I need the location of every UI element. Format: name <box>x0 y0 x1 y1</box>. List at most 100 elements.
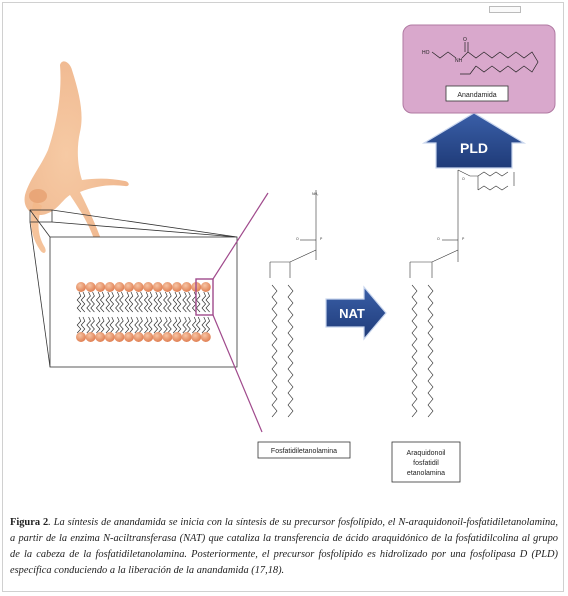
lipid-head <box>85 282 96 292</box>
n-arachidonoyl-pe-structure: P O O <box>409 169 515 418</box>
lipid-head <box>152 282 163 292</box>
anandamide-box: HO NH O Anandamida <box>402 24 556 114</box>
lipid-tail <box>90 316 95 334</box>
lipid-tail <box>80 316 86 334</box>
arachidonoyl-label-line3: etanolamina <box>407 470 445 477</box>
lipid-tail <box>99 291 105 313</box>
lipid-head <box>152 332 163 342</box>
lipid-tail <box>167 291 172 313</box>
arachidonoyl-label-line1: Araquidonoil <box>407 450 446 457</box>
lipid-head <box>124 332 134 342</box>
lipid-tail <box>138 316 143 334</box>
membrane-bottom-heads <box>76 332 211 342</box>
lipid-tail <box>195 291 201 313</box>
lipid-tail <box>191 316 197 334</box>
hydroxyl-label: HO <box>422 50 430 56</box>
lipid-head <box>191 332 202 342</box>
zoom-projection <box>29 209 238 368</box>
lipid-tail <box>128 291 134 313</box>
phosphatidylethanolamine-structure: NH₂ P O <box>269 190 323 418</box>
pld-label: PLD <box>460 140 488 156</box>
lipid-tail <box>128 316 134 334</box>
lipid-head <box>104 282 115 292</box>
lipid-tail <box>157 291 163 313</box>
lipid-tail <box>76 316 82 334</box>
lipid-head <box>181 282 192 292</box>
phosphatidylethanolamine-label: Fosfatidiletanolamina <box>271 448 337 455</box>
lipid-tail <box>119 316 124 334</box>
lipid-tail <box>153 291 159 313</box>
corner-tab <box>489 6 521 13</box>
caption-text: . La síntesis de anandamida se inicia co… <box>10 517 558 576</box>
lipid-tail <box>205 316 211 334</box>
lipid-head <box>162 282 173 292</box>
lipid-tail <box>172 316 178 334</box>
lipid-head <box>76 332 86 342</box>
lipid-head <box>114 332 125 342</box>
figure-caption: Figura 2. La síntesis de anandamida se i… <box>10 515 558 579</box>
oxygen-label: O <box>296 237 299 241</box>
lipid-head <box>95 332 106 342</box>
amide-nh-label: NH <box>455 58 463 64</box>
membrane-lipid-tails <box>76 291 211 334</box>
figure-frame <box>2 2 564 592</box>
lipid-tail <box>157 316 163 334</box>
lipid-tail <box>163 291 168 313</box>
phosphate-label-right: P <box>462 237 465 241</box>
lipid-tail <box>167 316 172 334</box>
lipid-tail <box>115 316 120 334</box>
lipid-head <box>200 332 211 342</box>
nat-label: NAT <box>339 306 365 321</box>
membrane-top-heads <box>76 282 211 292</box>
arachidonoyl-label-line2: fosfatidil <box>413 460 439 467</box>
lipid-tail <box>182 316 187 334</box>
synthesis-diagram: NH₂ P O Fosfatidiletanolamina NAT <box>24 24 556 483</box>
callout-lines <box>212 192 269 433</box>
lipid-tail <box>90 291 95 313</box>
selected-lipid-outline <box>195 278 214 316</box>
lipid-head <box>104 332 115 342</box>
lipid-head <box>200 282 211 292</box>
lipid-tail <box>201 291 207 313</box>
oxygen-label-right: O <box>437 237 440 241</box>
lipid-head <box>95 282 106 292</box>
lipid-tail <box>176 291 182 313</box>
lipid-tail <box>153 316 159 334</box>
lipid-tail <box>80 291 86 313</box>
lipid-tail <box>109 316 115 334</box>
lipid-tail <box>109 291 115 313</box>
lipid-tail <box>205 291 211 313</box>
lipid-tail <box>95 291 101 313</box>
lipid-tail <box>195 316 201 334</box>
lipid-head <box>76 282 86 292</box>
lipid-tail <box>119 291 124 313</box>
arachidonoyl-pe-label-box: Araquidonoil fosfatidil etanolamina <box>391 441 461 483</box>
pld-arrow: PLD <box>421 112 527 169</box>
lipid-head <box>133 332 144 342</box>
lipid-tail <box>105 291 111 313</box>
amine-group-label: NH₂ <box>312 192 319 196</box>
lipid-tail <box>163 316 168 334</box>
lipid-head <box>172 332 182 342</box>
lipid-tail <box>176 316 182 334</box>
lipid-tail <box>95 316 101 334</box>
anandamide-label: Anandamida <box>457 92 496 99</box>
lipid-tail <box>86 316 91 334</box>
lipid-head <box>143 332 154 342</box>
lipid-tail <box>147 291 153 313</box>
lipid-tail <box>201 316 207 334</box>
anandamide-structure <box>431 42 539 75</box>
neuron-illustration <box>24 61 129 260</box>
lipid-tail <box>99 316 105 334</box>
lipid-tail <box>147 316 153 334</box>
nat-arrow: NAT <box>325 285 387 341</box>
phosphatidylethanolamine-label-box: Fosfatidiletanolamina <box>257 441 351 459</box>
lipid-head <box>85 332 96 342</box>
lipid-head <box>181 332 192 342</box>
lipid-head <box>172 282 182 292</box>
lipid-tail <box>182 291 187 313</box>
lipid-tail <box>143 291 149 313</box>
lipid-head <box>133 282 144 292</box>
lipid-head <box>162 332 173 342</box>
